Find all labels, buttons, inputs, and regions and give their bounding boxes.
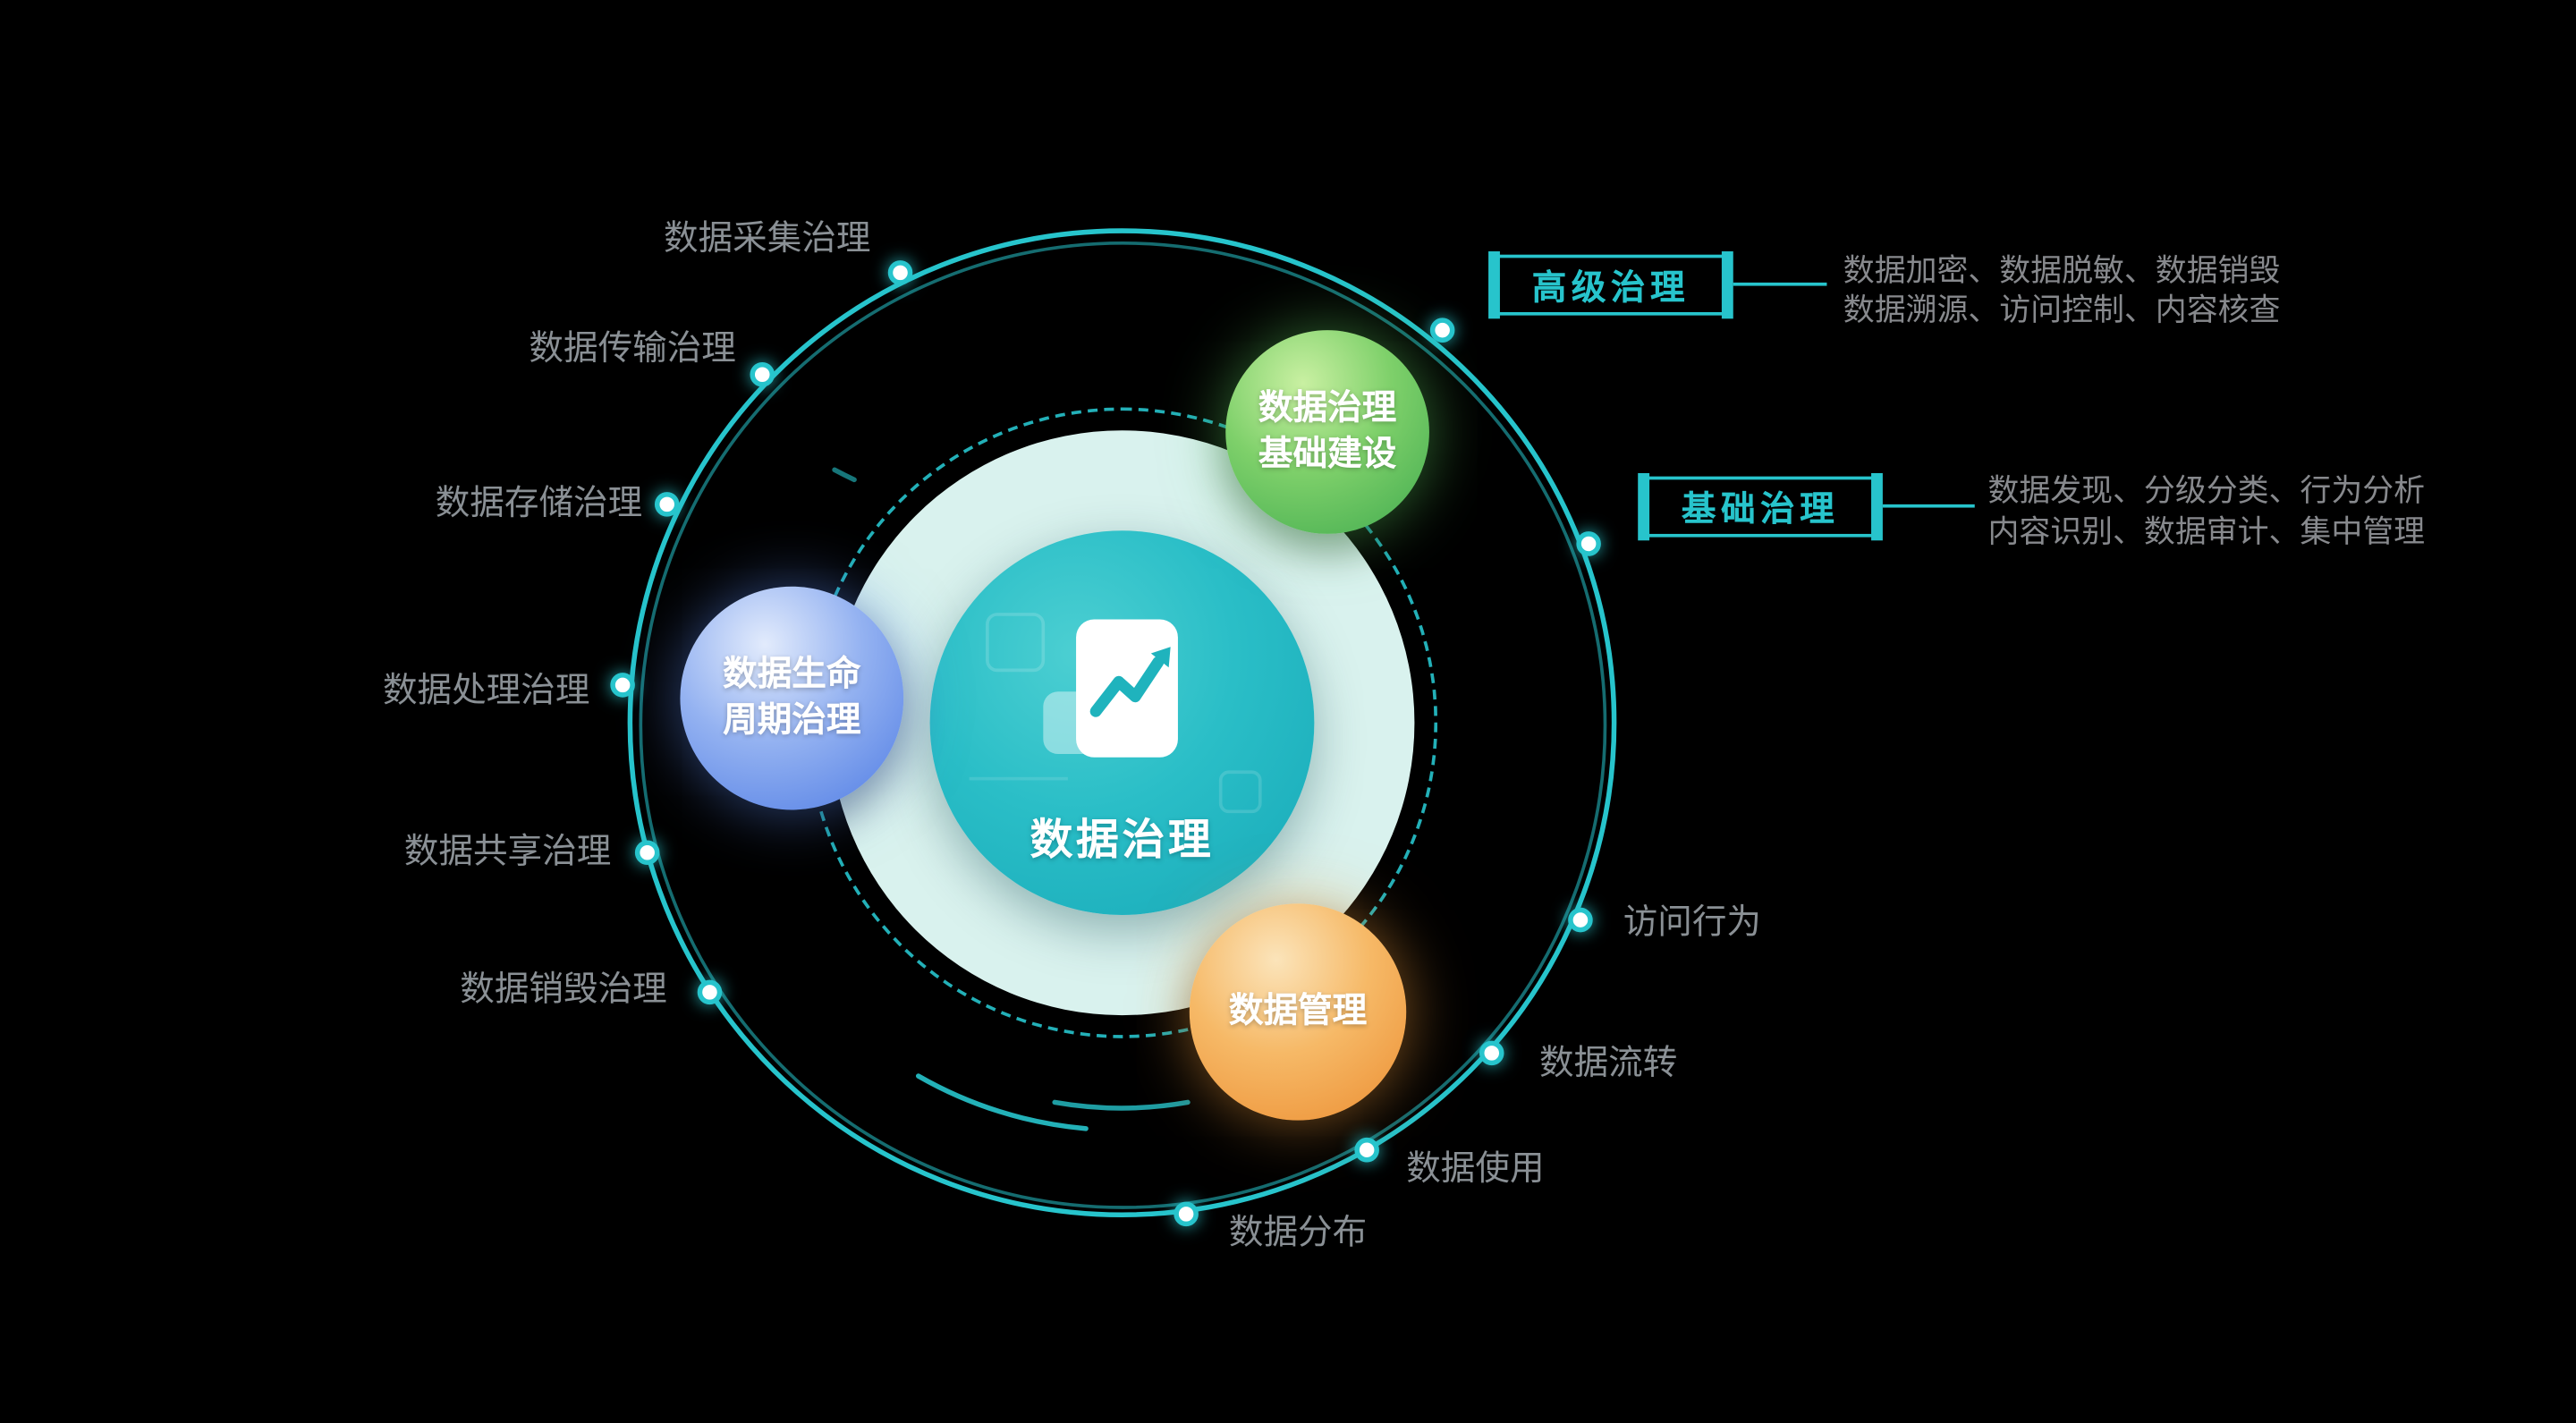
report-chart-icon <box>1043 619 1178 758</box>
center-circle: 数据治理 <box>929 530 1315 916</box>
ring-label-transmission: 数据传输治理 <box>529 330 736 368</box>
satellite-management: 数据管理 <box>1189 903 1407 1121</box>
satellite-label-line: 数据治理 <box>1258 389 1397 428</box>
ring-node <box>1354 1137 1379 1163</box>
ring-node <box>1576 531 1601 556</box>
outer-ring-sketch <box>639 241 1607 1209</box>
center-label: 数据治理 <box>1030 815 1215 865</box>
basic-desc-line: 内容识别、数据审计、集中管理 <box>1987 515 2426 551</box>
ring-label-access-behavior: 访问行为 <box>1623 903 1761 942</box>
advanced-desc-line: 数据加密、数据脱敏、数据销毁 <box>1843 254 2281 290</box>
ring-node <box>887 260 913 285</box>
satellite-lifecycle: 数据生命 周期治理 <box>680 586 904 810</box>
circuit-chip-decoration <box>986 613 1046 673</box>
satellite-label-line: 基础建设 <box>1258 435 1397 473</box>
ring-node <box>610 673 635 698</box>
satellite-label-line: 数据生命 <box>723 655 861 694</box>
ring-label-data-distribution: 数据分布 <box>1228 1214 1368 1252</box>
ring-label-processing: 数据处理治理 <box>382 672 590 710</box>
ring-label-storage: 数据存储治理 <box>435 484 643 523</box>
ring-node <box>750 361 775 387</box>
satellite-label-line: 数据管理 <box>1228 992 1368 1030</box>
ring-node <box>634 840 660 866</box>
ring-node <box>1479 1040 1504 1066</box>
ring-node <box>1174 1201 1199 1227</box>
advanced-governance-tag: 高级治理 <box>1488 251 1733 319</box>
basic-governance-connector <box>1882 504 1975 508</box>
satellite-label-line: 周期治理 <box>723 701 861 740</box>
ring-node <box>1568 907 1593 933</box>
ring-node <box>654 492 680 517</box>
advanced-governance-description: 数据加密、数据脱敏、数据销毁 数据溯源、访问控制、内容核查 <box>1843 253 2281 332</box>
outer-ring <box>627 228 1617 1218</box>
basic-desc-line: 数据发现、分级分类、行为分析 <box>1987 474 2426 510</box>
basic-governance-tag: 基础治理 <box>1638 472 1883 541</box>
ring-node <box>697 979 723 1005</box>
basic-governance-description: 数据发现、分级分类、行为分析 内容识别、数据审计、集中管理 <box>1987 471 2425 554</box>
ring-node <box>1429 318 1455 343</box>
circuit-trace-decoration <box>969 776 1068 781</box>
ring-label-data-usage: 数据使用 <box>1406 1149 1545 1188</box>
advanced-desc-line: 数据溯源、访问控制、内容核查 <box>1843 293 2281 329</box>
ring-label-collection: 数据采集治理 <box>664 220 871 258</box>
ring-label-sharing: 数据共享治理 <box>403 833 612 871</box>
circuit-chip-decoration <box>1218 770 1262 814</box>
ring-label-destruction: 数据销毁治理 <box>460 970 667 1009</box>
advanced-governance-connector <box>1733 282 1827 286</box>
ring-label-data-flow: 数据流转 <box>1539 1045 1678 1083</box>
satellite-infrastructure: 数据治理 基础建设 <box>1225 330 1429 534</box>
